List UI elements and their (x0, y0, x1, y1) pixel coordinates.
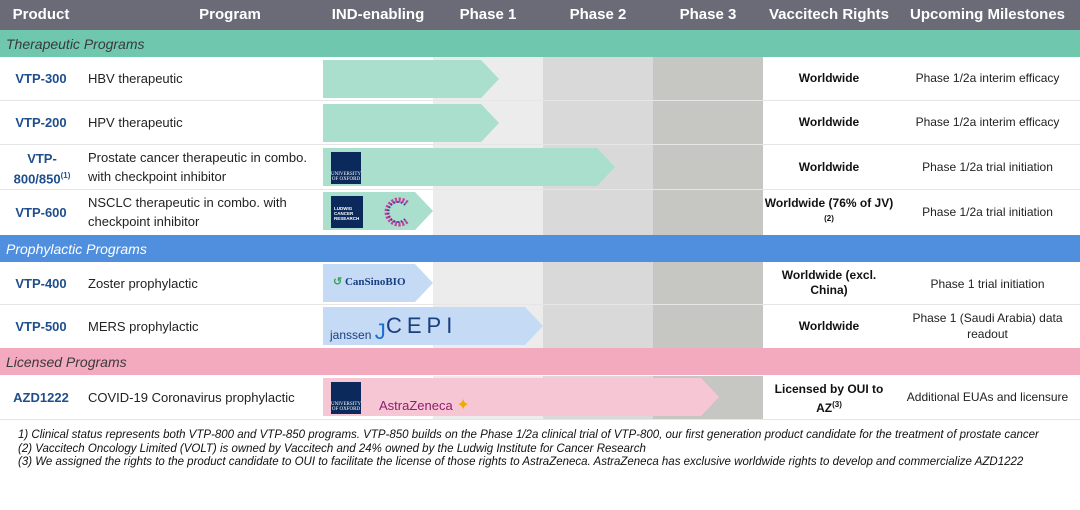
oxford-logo: UNIVERSITY OF OXFORD (331, 152, 361, 184)
table-row: VTP-300 HBV therapeutic Worldwide Phase … (0, 57, 1080, 101)
phase-bg-phase3-b (653, 262, 763, 348)
program-name: NSCLC therapeutic in combo. with checkpo… (88, 195, 287, 229)
milestone-value: Phase 1/2a trial initiation (922, 160, 1053, 174)
program-name: Zoster prophylactic (88, 276, 198, 291)
milestone-value: Phase 1/2a trial initiation (922, 205, 1053, 219)
astrazeneca-logo-text: AstraZeneca (379, 398, 453, 413)
rights-value: Worldwide (76% of JV) (2) (763, 196, 895, 230)
product-footnote-ref: (1) (60, 171, 71, 180)
janssen-logo-text: Janssen (330, 328, 372, 342)
progress-arrow-shape (323, 264, 433, 302)
section-therapeutic: Therapeutic Programs (0, 30, 1080, 57)
cansinobio-logo: ↺ CanSinoBIO (333, 275, 406, 288)
rights-footnote-ref: (3) (832, 400, 842, 409)
program-name: MERS prophylactic (88, 319, 199, 334)
product-name: VTP-400 (15, 276, 67, 291)
phase-bg-phase2-b (543, 262, 653, 348)
progress-arrow-shape (323, 378, 719, 416)
product-name: VTP-300 (15, 71, 67, 86)
table-row: VTP-400 Zoster prophylactic ↺ CanSinoBIO… (0, 262, 1080, 305)
header-milestones: Upcoming Milestones (909, 6, 1066, 23)
milestone-value: Phase 1 (Saudi Arabia) data readout (912, 311, 1063, 341)
oxford-logo-text: UNIVERSITY OF OXFORD (331, 172, 361, 182)
product-name: AZD1222 (13, 390, 69, 405)
rights-value: Worldwide (excl. China) (781, 268, 877, 297)
rights-value: Worldwide (798, 319, 860, 333)
phase-bg-phase2 (543, 57, 653, 235)
phase-bg-phase3 (653, 57, 763, 235)
progress-arrow (323, 148, 615, 186)
header-phase2: Phase 2 (569, 6, 627, 23)
product-name: VTP-800/850(1) (0, 150, 84, 187)
rights-value: Worldwide (798, 160, 860, 174)
milestone-value: Phase 1 trial initiation (930, 277, 1045, 291)
milestone-value: Phase 1/2a interim efficacy (915, 71, 1060, 85)
ludwig-logo-text: LUDWIG CANCER RESEARCH (334, 206, 360, 221)
program-name: HPV therapeutic (88, 115, 183, 130)
table-row: VTP-600 NSCLC therapeutic in combo. with… (0, 190, 1080, 235)
progress-arrow (323, 104, 499, 142)
table-row: VTP-200 HPV therapeutic Worldwide Phase … (0, 101, 1080, 145)
astrazeneca-logo: AstraZeneca ✦ (379, 395, 470, 415)
table-row: VTP-500 MERS prophylactic Janssen J CEPI… (0, 305, 1080, 348)
section-prophylactic: Prophylactic Programs (0, 235, 1080, 262)
footnote-3: (3) We assigned the rights to the produc… (18, 456, 1024, 468)
progress-arrow-shape (323, 60, 499, 98)
cansinobio-logo-text: CanSinoBIO (344, 276, 406, 288)
cansinobio-swirl-icon: ↺ (333, 276, 343, 288)
progress-arrow (323, 60, 499, 98)
janssen-mark-icon: J (374, 319, 386, 344)
table-row: VTP-800/850(1) Prostate cancer therapeut… (0, 145, 1080, 190)
rights-footnote-ref: (2) (824, 214, 834, 223)
milestone-value: Additional EUAs and licensure (906, 390, 1069, 404)
footnotes: 1) Clinical status represents both VTP-8… (18, 429, 1068, 470)
milestone-value: Phase 1/2a interim efficacy (915, 115, 1060, 129)
oxford-logo: UNIVERSITY OF OXFORD (331, 382, 361, 414)
table-row: AZD1222 COVID-19 Coronavirus prophylacti… (0, 376, 1080, 420)
program-name: Prostate cancer therapeutic in combo. wi… (88, 150, 307, 184)
rights-text: Licensed by OUI to AZ (774, 382, 884, 415)
product-name: VTP-500 (15, 319, 67, 334)
progress-arrow-shape (323, 307, 543, 345)
footnote-1: 1) Clinical status represents both VTP-8… (18, 429, 1039, 441)
progress-arrow (323, 264, 433, 302)
cancer-research-c-logo (381, 196, 413, 228)
astrazeneca-mark-icon: ✦ (456, 397, 470, 414)
header-ind: IND-enabling (331, 6, 425, 23)
header-program: Program (199, 6, 261, 23)
section-licensed: Licensed Programs (0, 348, 1080, 375)
rights-value: Licensed by OUI to AZ(3) (763, 382, 895, 416)
progress-arrow-shape (323, 148, 615, 186)
rights-value: Worldwide (798, 115, 860, 129)
header-product: Product (12, 6, 70, 23)
progress-arrow (323, 378, 719, 416)
product-name: VTP-600 (15, 205, 67, 220)
product-name-text: VTP-800/850 (13, 151, 61, 187)
ludwig-logo: LUDWIG CANCER RESEARCH (331, 196, 363, 228)
table-header: Product Program IND-enabling Phase 1 Pha… (0, 0, 1080, 30)
oxford-logo-text: UNIVERSITY OF OXFORD (331, 402, 361, 412)
cepi-logo: CEPI (386, 313, 458, 338)
rights-text: Worldwide (76% of JV) (764, 196, 894, 210)
program-name: HBV therapeutic (88, 71, 183, 86)
progress-arrow (323, 307, 543, 345)
header-rights: Vaccitech Rights (768, 6, 890, 23)
progress-arrow-shape (323, 104, 499, 142)
footnote-2: (2) Vaccitech Oncology Limited (VOLT) is… (18, 442, 646, 455)
header-phase3: Phase 3 (679, 6, 737, 23)
janssen-logo: Janssen J (330, 319, 386, 345)
program-name: COVID-19 Coronavirus prophylactic (88, 390, 295, 405)
product-name: VTP-200 (15, 115, 67, 130)
header-phase1: Phase 1 (459, 6, 517, 23)
rights-value: Worldwide (798, 71, 860, 85)
